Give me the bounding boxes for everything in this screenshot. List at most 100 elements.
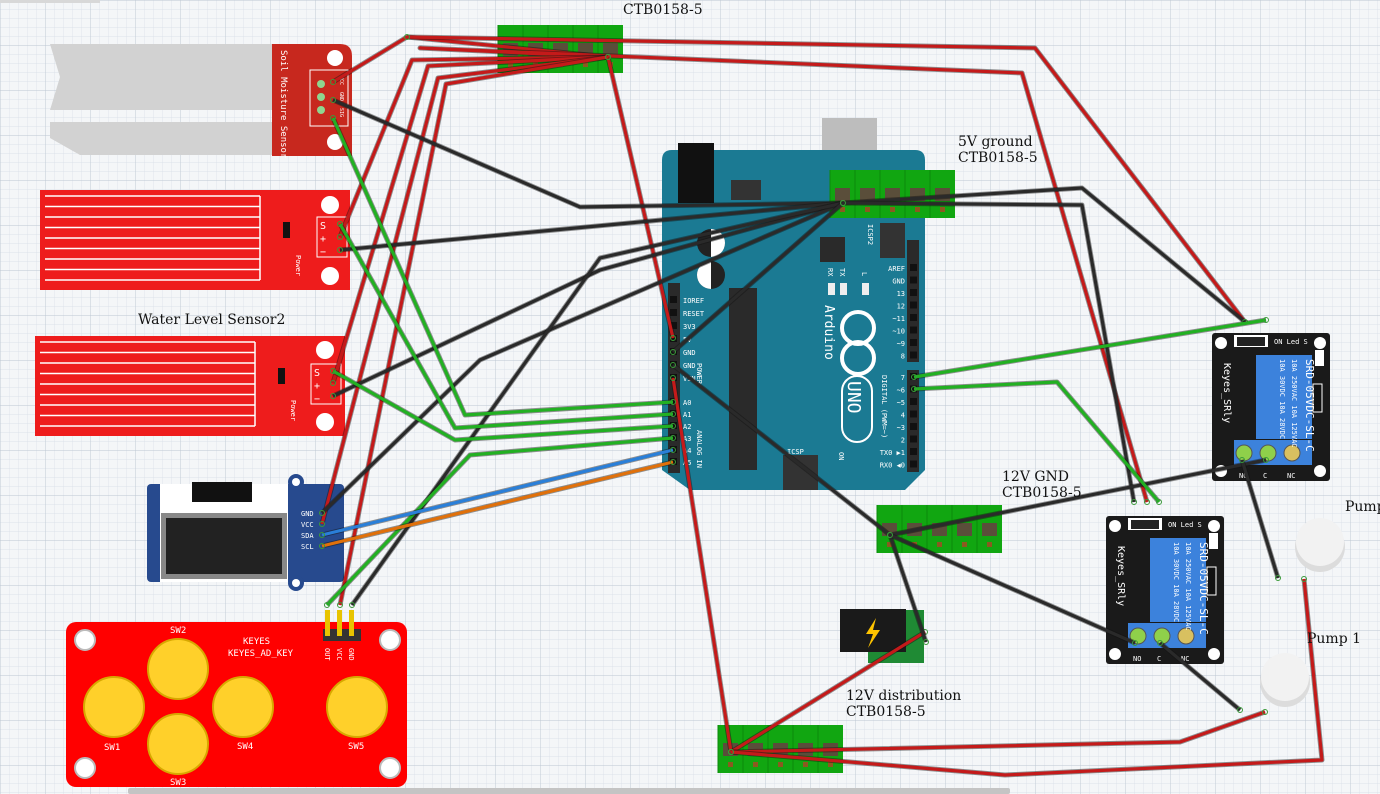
wire-endpoint[interactable] [337,221,343,227]
wire-endpoint[interactable] [319,543,325,549]
red-wire[interactable] [338,55,609,238]
black-wire[interactable] [320,201,844,515]
wire-endpoint[interactable] [324,602,330,608]
red-wire[interactable] [331,55,609,384]
wire-endpoint[interactable] [911,374,917,380]
red-wire[interactable] [671,377,733,753]
green-wire[interactable] [332,369,674,442]
black-wire[interactable] [332,201,844,398]
wire-endpoint[interactable] [319,510,325,516]
wire-endpoint[interactable] [1239,457,1245,463]
wire-endpoint[interactable] [1263,317,1269,323]
wire-endpoint[interactable] [670,335,676,341]
wire-endpoint[interactable] [887,532,893,538]
wire-endpoint[interactable] [605,54,611,60]
wire-endpoint[interactable] [1131,499,1137,505]
black-wire[interactable] [842,201,1136,503]
wire-endpoint[interactable] [1144,499,1150,505]
black-wire[interactable] [339,201,844,252]
water-level-sensor-1[interactable]: S + − Power [40,190,350,290]
green-wire[interactable] [913,318,1267,379]
wire-endpoint[interactable] [923,639,929,645]
12v-gnd-terminal-block[interactable] [876,505,1002,553]
black-wire[interactable] [842,186,1247,324]
red-wire[interactable] [338,55,609,606]
wire-endpoint[interactable] [670,459,676,465]
horizontal-scrollbar[interactable] [128,788,1010,794]
pump-1[interactable] [1260,653,1310,707]
wire-endpoint[interactable] [1301,576,1307,582]
wire-endpoint[interactable] [349,602,355,608]
green-wire[interactable] [913,380,1161,504]
black-wire[interactable] [1158,641,1242,712]
blue-wire[interactable] [321,448,674,537]
black-wire[interactable] [672,363,891,537]
red-wire[interactable] [606,56,675,339]
black-wire[interactable] [888,534,928,643]
wire-endpoint[interactable] [330,79,336,85]
wire-endpoint[interactable] [1157,640,1163,646]
wire-endpoint[interactable] [670,411,676,417]
red-wire[interactable] [730,578,1324,777]
wire-endpoint[interactable] [1132,640,1138,646]
wire-endpoint[interactable] [1263,457,1269,463]
pump-2[interactable] [1295,518,1345,572]
wire-endpoint[interactable] [670,423,676,429]
red-wire[interactable] [406,35,1247,323]
soil-moisture-sensor[interactable]: Soil Moisture Sensor VCC GND SIG [50,44,352,159]
ground-terminal-block[interactable] [829,170,955,218]
green-wire[interactable] [338,223,674,430]
wire-endpoint[interactable] [840,200,846,206]
sw5-button[interactable] [326,676,388,738]
black-wire[interactable] [889,533,1136,645]
sw3-button[interactable] [147,713,209,775]
sw4-button[interactable] [212,676,274,738]
wire-endpoint[interactable] [911,386,917,392]
keyes-ad-key-keypad[interactable]: SW1 SW2 SW3 SW4 SW5 KEYES KEYES_AD_KEY O… [66,610,407,788]
relay-rating: 10A 250VAC 10A 125VAC [1184,542,1192,631]
green-wire[interactable] [331,117,674,417]
wire-endpoint[interactable] [330,380,336,386]
wire-endpoint[interactable] [330,115,336,121]
wire-endpoint[interactable] [319,521,325,527]
dc-barrel-jack[interactable] [840,609,924,663]
wire-endpoint[interactable] [404,34,410,40]
wire-endpoint[interactable] [670,349,676,355]
sw2-button[interactable] [147,638,209,700]
wire-endpoint[interactable] [670,362,676,368]
black-wire[interactable] [332,98,844,209]
wire-endpoint[interactable] [330,393,336,399]
wire-endpoint[interactable] [1237,707,1243,713]
water-level-sensor-2[interactable]: S + − Power [35,336,345,436]
digital-pin-label: 13 [897,290,905,298]
red-wire[interactable] [730,630,926,754]
wire-endpoint[interactable] [1275,575,1281,581]
wire-endpoint[interactable] [337,247,343,253]
sw1-button[interactable] [83,676,145,738]
wire-endpoint[interactable] [1156,499,1162,505]
wire-endpoint[interactable] [670,399,676,405]
orange-wire[interactable] [321,460,674,548]
wire-endpoint[interactable] [670,447,676,453]
wire-endpoint[interactable] [330,97,336,103]
wire-endpoint[interactable] [670,375,676,381]
green-wire[interactable] [325,436,674,607]
black-wire[interactable] [671,201,845,354]
red-wire[interactable] [320,55,609,525]
black-wire[interactable] [350,201,844,606]
wire-endpoint[interactable] [337,234,343,240]
wire-endpoint[interactable] [319,532,325,538]
black-wire[interactable] [889,458,1267,537]
oled-display[interactable]: GND VCC SDA SCL [147,474,344,591]
wire-endpoint[interactable] [1262,709,1268,715]
wire-endpoint[interactable] [330,368,336,374]
wire-endpoint[interactable] [337,602,343,608]
red-wire[interactable] [418,46,1149,503]
black-wire[interactable] [1240,459,1280,579]
wire-endpoint[interactable] [728,749,734,755]
red-wire[interactable] [730,710,1266,754]
wire-endpoint[interactable] [670,435,676,441]
